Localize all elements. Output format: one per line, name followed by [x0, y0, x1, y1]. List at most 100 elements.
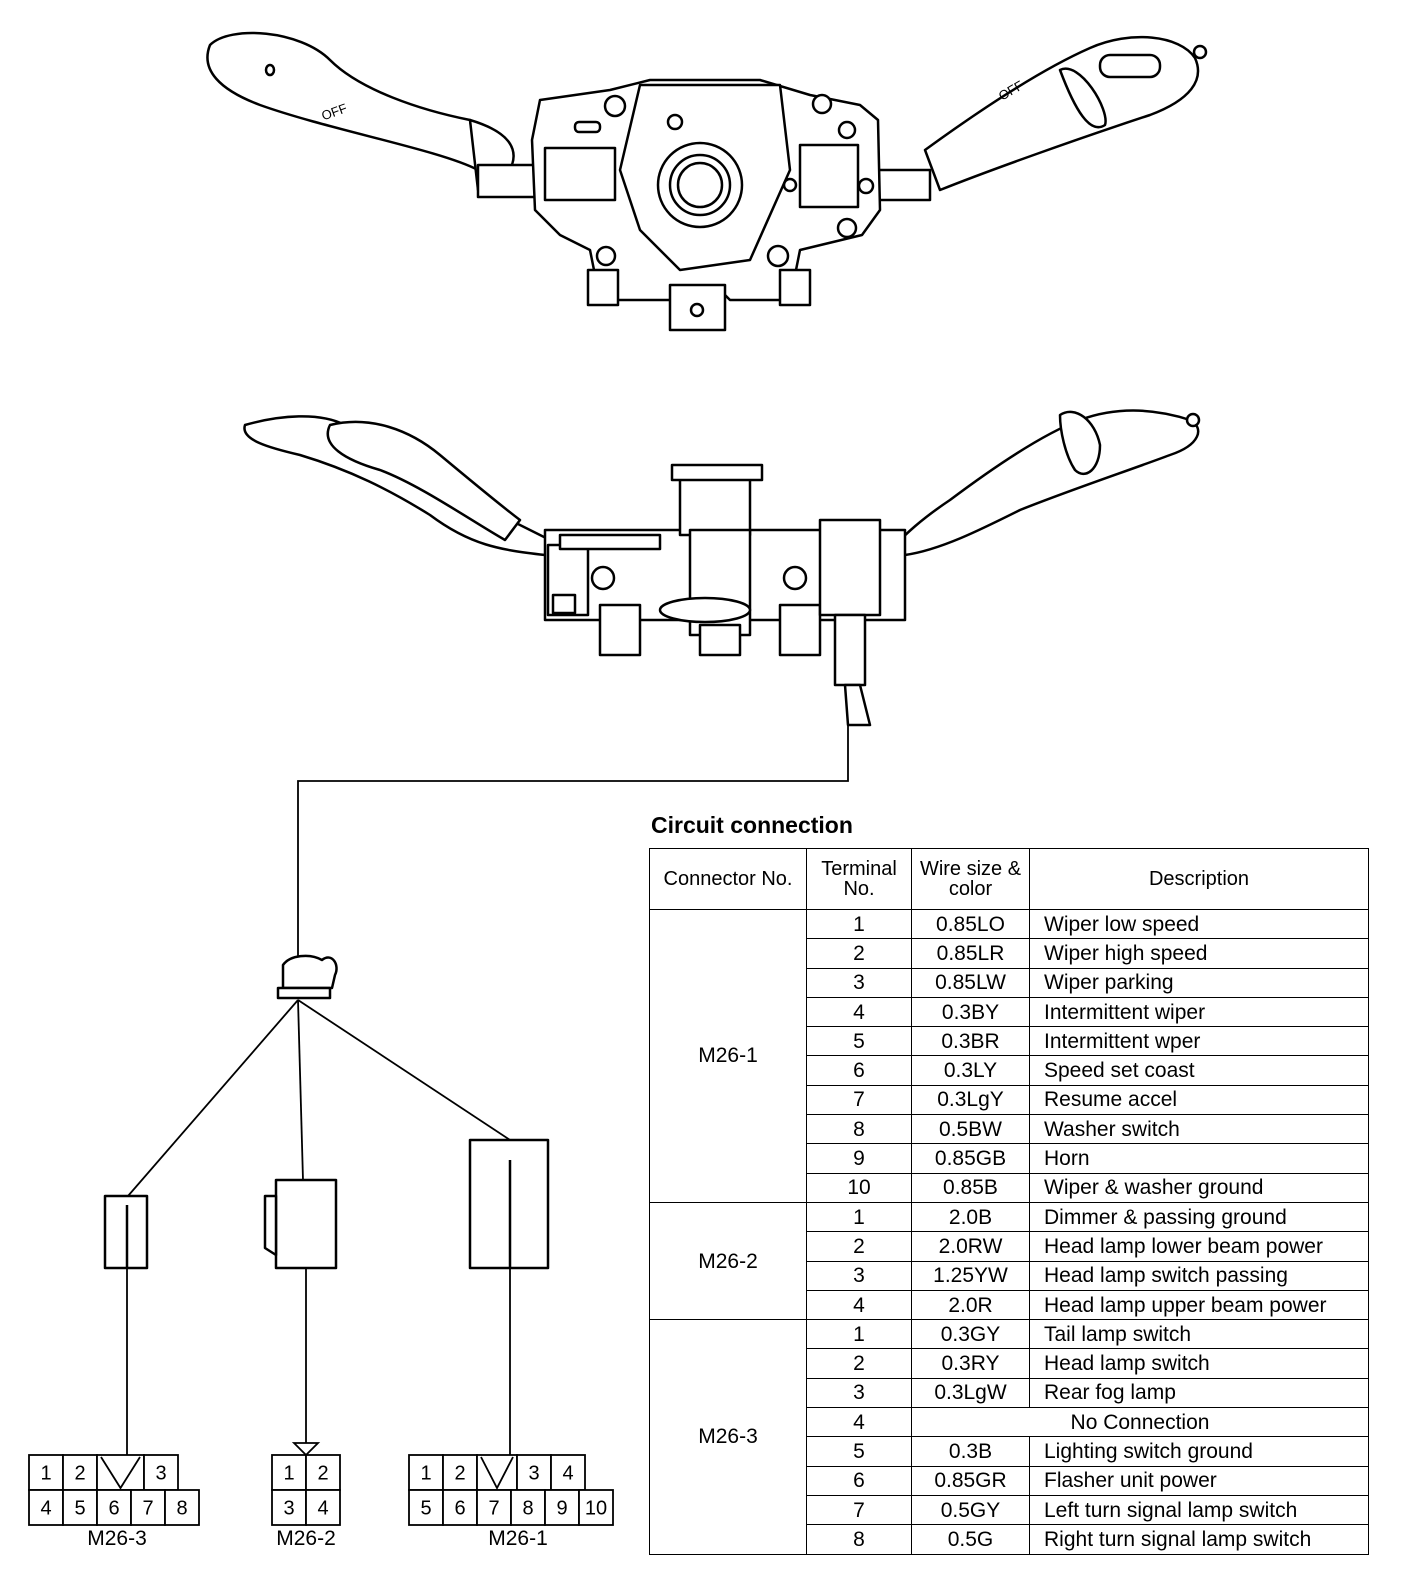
pin-number: 2 [317, 1463, 328, 1485]
description-cell: Wiper low speed [1029, 908, 1369, 940]
description-cell: Tail lamp switch [1029, 1319, 1369, 1350]
switch-front-view [206, 31, 1208, 332]
pin-cell [305, 1489, 341, 1526]
pin-number: 4 [562, 1463, 573, 1485]
terminal-cell: 4 [806, 996, 912, 1028]
pin-number: 3 [528, 1463, 539, 1485]
pin-cell [96, 1489, 132, 1526]
pin-cell [408, 1489, 444, 1526]
description-cell: Head lamp switch passing [1029, 1260, 1369, 1291]
pin-number: 3 [155, 1463, 166, 1485]
description-cell: Speed set coast [1029, 1055, 1369, 1086]
wire-cell: 0.3RY [911, 1348, 1030, 1379]
terminal-cell: 7 [806, 1494, 912, 1526]
junction-connector [281, 954, 338, 990]
wire-cell: 0.85GR [911, 1465, 1030, 1496]
connector-key-mark [100, 1456, 141, 1490]
switch-side-view [243, 409, 1201, 727]
pin-number: 6 [454, 1498, 465, 1520]
pin-cell [143, 1454, 179, 1491]
pin-number: 7 [142, 1498, 153, 1520]
pin-number: 4 [40, 1498, 51, 1520]
terminal-cell: 10 [806, 1172, 912, 1203]
connector-body-m26-1 [468, 1138, 550, 1270]
terminal-cell: 8 [806, 1524, 912, 1555]
description-cell: Horn [1029, 1143, 1369, 1174]
description-cell: Left turn signal lamp switch [1029, 1494, 1369, 1526]
description-cell: Lighting switch ground [1029, 1436, 1369, 1467]
terminal-cell: 3 [806, 967, 912, 998]
pin-cell [62, 1489, 98, 1526]
terminal-cell: 3 [806, 1377, 912, 1409]
pin-cell [550, 1454, 586, 1491]
terminal-cell: 1 [806, 1319, 912, 1350]
description-cell: Wiper high speed [1029, 938, 1369, 969]
right-lever-side [893, 409, 1200, 557]
pin-number: 1 [40, 1463, 51, 1485]
terminal-cell: 9 [806, 1143, 912, 1174]
wire-cell: 0.85LO [911, 908, 1030, 940]
wire-cell: 0.5BW [911, 1114, 1030, 1145]
connector-label: M26-1 [488, 1527, 548, 1550]
connector-key-mark [480, 1456, 514, 1490]
terminal-cell: 1 [806, 908, 912, 940]
terminal-cell: 6 [806, 1465, 912, 1496]
pin-number: 8 [176, 1498, 187, 1520]
connector-body-m26-2 [263, 1178, 338, 1270]
pin-number: 5 [74, 1498, 85, 1520]
pin-cell [28, 1489, 64, 1526]
connector-cell: M26-1 [649, 909, 807, 1203]
pin-number: 10 [585, 1498, 607, 1520]
header-connector-no: Connector No. [649, 848, 807, 910]
wire-cell: 2.0RW [911, 1231, 1030, 1262]
wire-cell: 2.0B [911, 1201, 1030, 1233]
pin-cell [476, 1489, 512, 1526]
circuit-connection-table: Connector No. Terminal No. Wire size & c… [649, 848, 1369, 1555]
description-cell: No Connection [911, 1407, 1369, 1438]
description-cell: Right turn signal lamp switch [1029, 1524, 1369, 1555]
connector-body-m26-3 [103, 1194, 149, 1270]
connector-cell: M26-2 [649, 1201, 807, 1321]
description-cell: Intermittent wiper [1029, 996, 1369, 1028]
wire-cell: 0.85GB [911, 1143, 1030, 1174]
wire-cell: 2.0R [911, 1289, 1030, 1321]
wire-cell: 0.85LW [911, 967, 1030, 998]
pin-number: 9 [556, 1498, 567, 1520]
wire-cell: 0.3LgW [911, 1377, 1030, 1409]
terminal-cell: 4 [806, 1289, 912, 1321]
pin-number: 2 [74, 1463, 85, 1485]
terminal-cell: 7 [806, 1084, 912, 1116]
pin-cell [271, 1489, 307, 1526]
description-cell: Wiper & washer ground [1029, 1172, 1369, 1203]
pin-number: 8 [522, 1498, 533, 1520]
wire-cell: 0.3GY [911, 1319, 1030, 1350]
connector-key-mark [291, 1442, 321, 1457]
pin-number: 4 [317, 1498, 328, 1520]
connector-label: M26-3 [87, 1527, 147, 1550]
pin-cell [442, 1489, 478, 1526]
wire-cell: 0.3LgY [911, 1084, 1030, 1116]
pin-cell [578, 1489, 614, 1526]
pin-number: 1 [420, 1463, 431, 1485]
table-header-row: Connector No. Terminal No. Wire size & c… [649, 848, 1369, 910]
header-description: Description [1029, 848, 1369, 910]
description-cell: Head lamp upper beam power [1029, 1289, 1369, 1321]
pin-number: 5 [420, 1498, 431, 1520]
circuit-connection-title: Circuit connection [651, 812, 853, 838]
pin-cell [164, 1489, 200, 1526]
